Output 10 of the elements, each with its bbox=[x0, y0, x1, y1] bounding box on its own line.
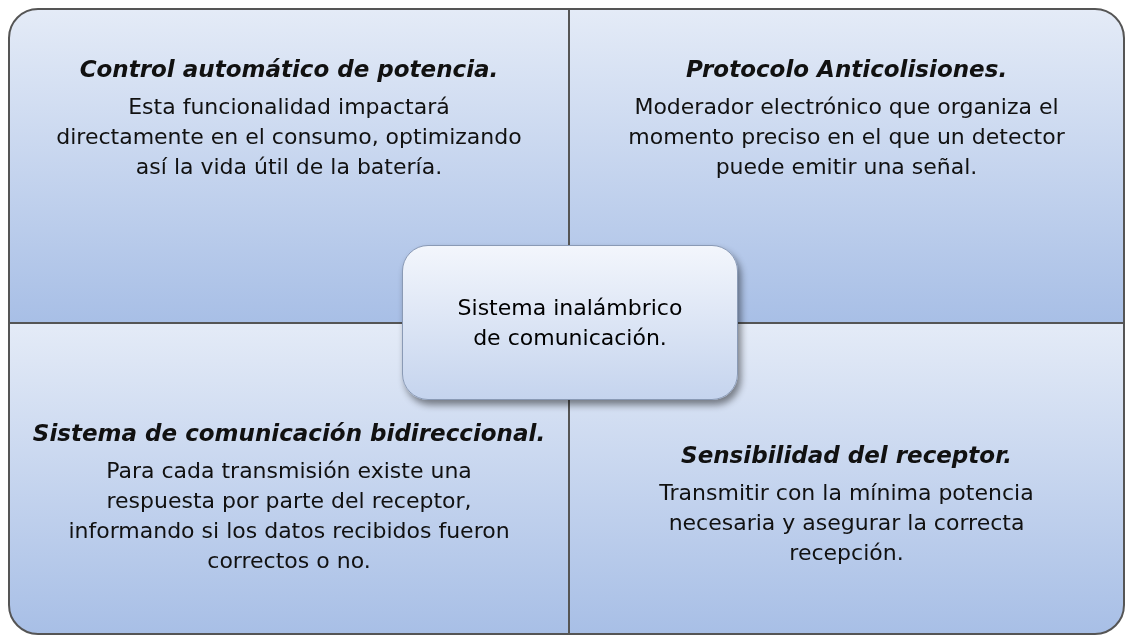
panel-text: Moderador electrónico que organiza el momento preciso en el que un detector puede emitir una señal. bbox=[627, 93, 1066, 181]
panel-text: Para cada transmisión existe una respuesta por parte del receptor, informando si los datos recibidos fueron correctos o no. bbox=[67, 457, 511, 575]
panel-heading: Sistema de comunicación bidireccional. bbox=[32, 420, 546, 446]
panel-heading: Protocolo Anticolisiones. bbox=[685, 56, 1008, 82]
center-label: Sistema inalámbrico de comunicación. bbox=[456, 293, 684, 352]
panel-heading: Control automático de potencia. bbox=[79, 56, 499, 82]
panel-text: Transmitir con la mínima potencia necesaria y asegurar la correcta recepción. bbox=[658, 479, 1035, 567]
center-box bbox=[402, 245, 738, 400]
panel-heading: Sensibilidad del receptor. bbox=[681, 442, 1012, 468]
panel-text: Esta funcionalidad impactará directamente en el consumo, optimizando así la vida útil de la batería. bbox=[55, 93, 523, 181]
